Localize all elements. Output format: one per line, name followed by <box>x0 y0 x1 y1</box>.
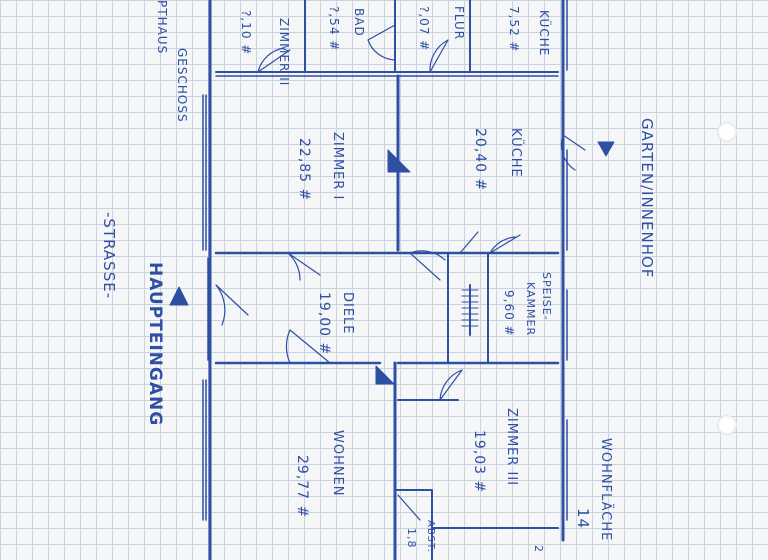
label-garten: GARTEN/INNENHOF <box>638 118 656 278</box>
room-label-zimmer1: ZIMMER I <box>330 132 345 200</box>
punch-hole-top <box>717 122 737 142</box>
room-label-kueche: KÜCHE <box>508 128 525 178</box>
door-flur-top <box>429 39 449 73</box>
room-area-small-right: 2 <box>532 545 545 553</box>
room-label-zimmer3: ZIMMER III <box>504 408 519 486</box>
door-diele-wohnen <box>285 329 331 364</box>
door-kueche <box>409 250 446 281</box>
label-haupteingang: HAUPTEINGANG <box>145 262 165 426</box>
room-area-kueche: 20,40 # <box>472 128 488 191</box>
room-area-kueche-top: 7,52 # <box>507 6 521 53</box>
room-area-bad: ?,54 # <box>327 6 341 51</box>
wall-abst <box>394 489 433 560</box>
room-label-diele: DIELE <box>340 292 355 335</box>
room-area-wohnen: 29,77 # <box>294 455 310 518</box>
door-kueche-corner <box>459 231 479 254</box>
label-geschoss: GESCHOSS <box>175 48 189 123</box>
room-area-zimmer-top: ?,10 # <box>239 10 253 55</box>
room-label-kammer: KAMMER <box>524 282 537 336</box>
room-label-speise: SPEISE- <box>540 272 553 321</box>
punch-hole-bottom <box>717 415 737 435</box>
door-zimmer1 <box>287 252 321 281</box>
room-area-abst: 1,8 <box>405 528 418 549</box>
door-abst <box>397 494 421 521</box>
marker-kueche <box>387 149 411 173</box>
door-kueche-right <box>489 234 521 254</box>
door-entrance <box>215 284 249 326</box>
label-wohnflaeche-value: 14 <box>574 508 592 529</box>
window-marks-left <box>202 94 209 521</box>
room-label-zimmer-top: ZIMMER II <box>277 18 291 86</box>
room-label-kueche-top: KÜCHE <box>537 10 553 56</box>
door-zimmer-top <box>257 47 291 73</box>
marker-entrance <box>169 286 189 306</box>
label-wohnflaeche: WOHNFLÄCHE <box>598 438 614 541</box>
room-area-diele: 19,00 # <box>316 292 332 355</box>
door-garden <box>560 134 586 171</box>
marker-garden <box>597 141 615 157</box>
label-strasse: -STRASSE- <box>100 212 118 299</box>
room-area-flur: ?,07 # <box>417 6 431 51</box>
door-zimmer3 <box>439 369 463 401</box>
room-area-speise: 9,60 # <box>502 290 516 337</box>
room-label-abst: ABST. <box>425 520 436 553</box>
room-area-zimmer3: 19,03 # <box>471 430 487 493</box>
room-label-flur: FLUR <box>452 6 466 40</box>
room-label-wohnen: WOHNEN <box>330 430 345 497</box>
label-haus: PTHAUS <box>155 0 169 54</box>
room-area-zimmer1: 22,85 # <box>296 138 312 201</box>
room-label-bad: BAD <box>352 8 366 37</box>
marker-diele <box>375 365 395 385</box>
door-bad <box>367 24 396 61</box>
